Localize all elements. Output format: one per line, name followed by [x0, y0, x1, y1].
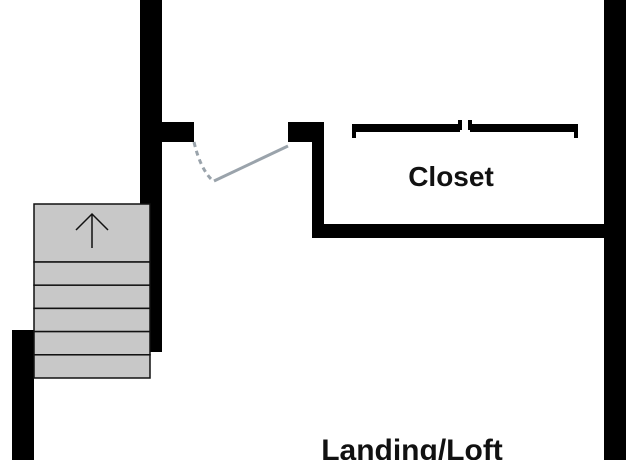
wall-closet-bottom — [312, 224, 612, 238]
closet-door-jamb-left — [352, 124, 356, 138]
stair-tread — [33, 261, 151, 286]
wall-right — [604, 0, 626, 460]
stair-tread — [33, 330, 151, 356]
door-leaf — [213, 144, 289, 183]
wall-door-stub-left — [160, 122, 194, 142]
stair-tread — [33, 354, 151, 379]
door-swing-arc — [192, 141, 214, 182]
closet-door-jamb-mid-left — [458, 120, 462, 130]
landing-loft-label: Landing/Loft — [321, 434, 503, 460]
arrow-up-icon — [75, 212, 109, 248]
stair-tread — [33, 284, 151, 310]
closet-door-jamb-right — [574, 124, 578, 138]
wall-lower-left — [12, 330, 34, 460]
closet-door-jamb-mid-right — [468, 120, 472, 130]
stair-treads — [33, 261, 151, 379]
walls — [12, 0, 626, 460]
stair-tread — [33, 307, 151, 333]
staircase — [33, 203, 151, 379]
bedroom-door — [192, 141, 289, 183]
closet-bifold-door-left — [354, 124, 460, 132]
closet-bifold-door-right — [470, 124, 576, 132]
wall-closet-left — [312, 122, 324, 238]
closet-label: Closet — [408, 161, 494, 192]
